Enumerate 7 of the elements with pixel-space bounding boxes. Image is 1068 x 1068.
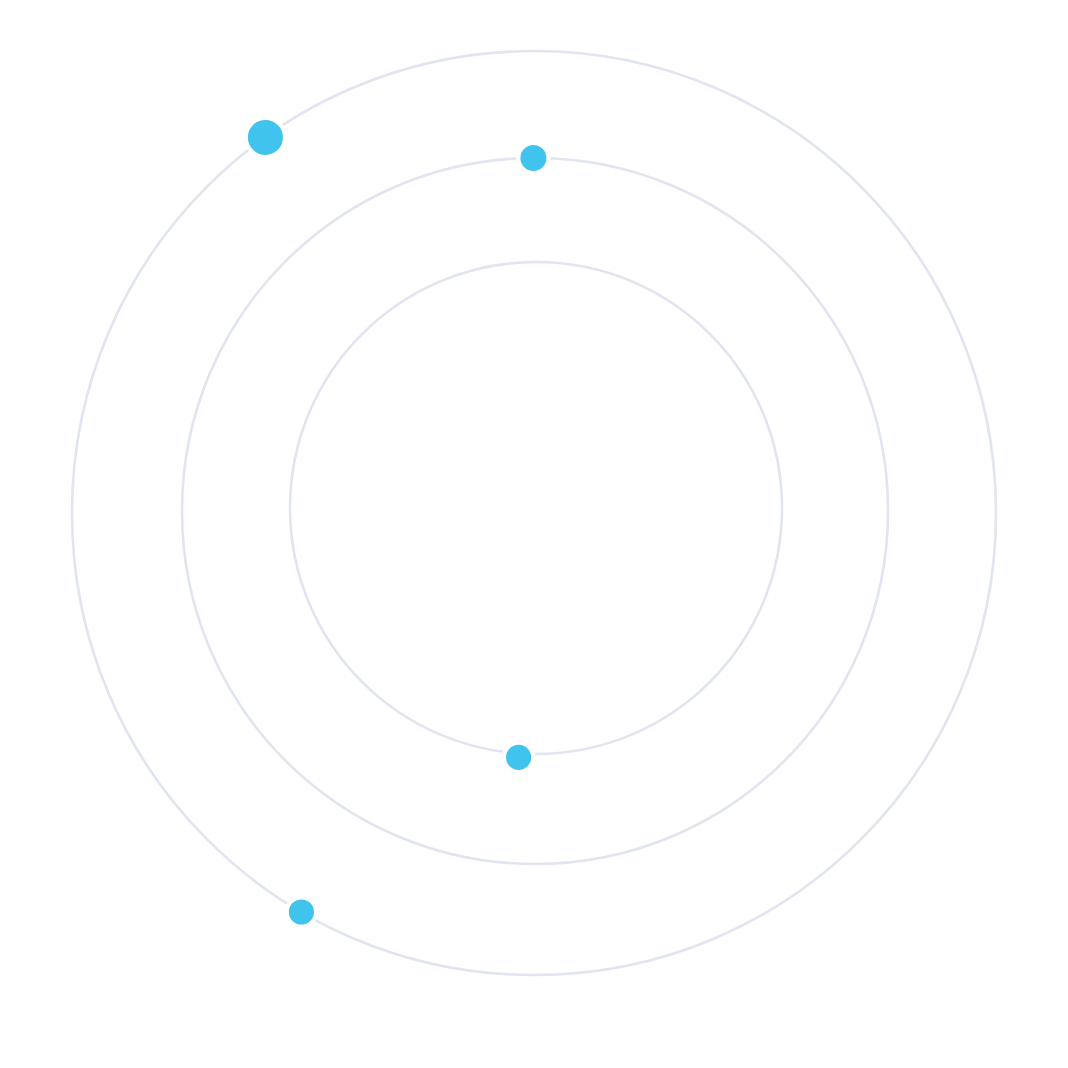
dot xyxy=(284,895,318,929)
ring xyxy=(180,156,890,866)
ring xyxy=(70,49,998,977)
dot xyxy=(502,740,536,774)
dot xyxy=(243,115,287,159)
ring xyxy=(288,260,784,756)
dot xyxy=(516,141,551,175)
